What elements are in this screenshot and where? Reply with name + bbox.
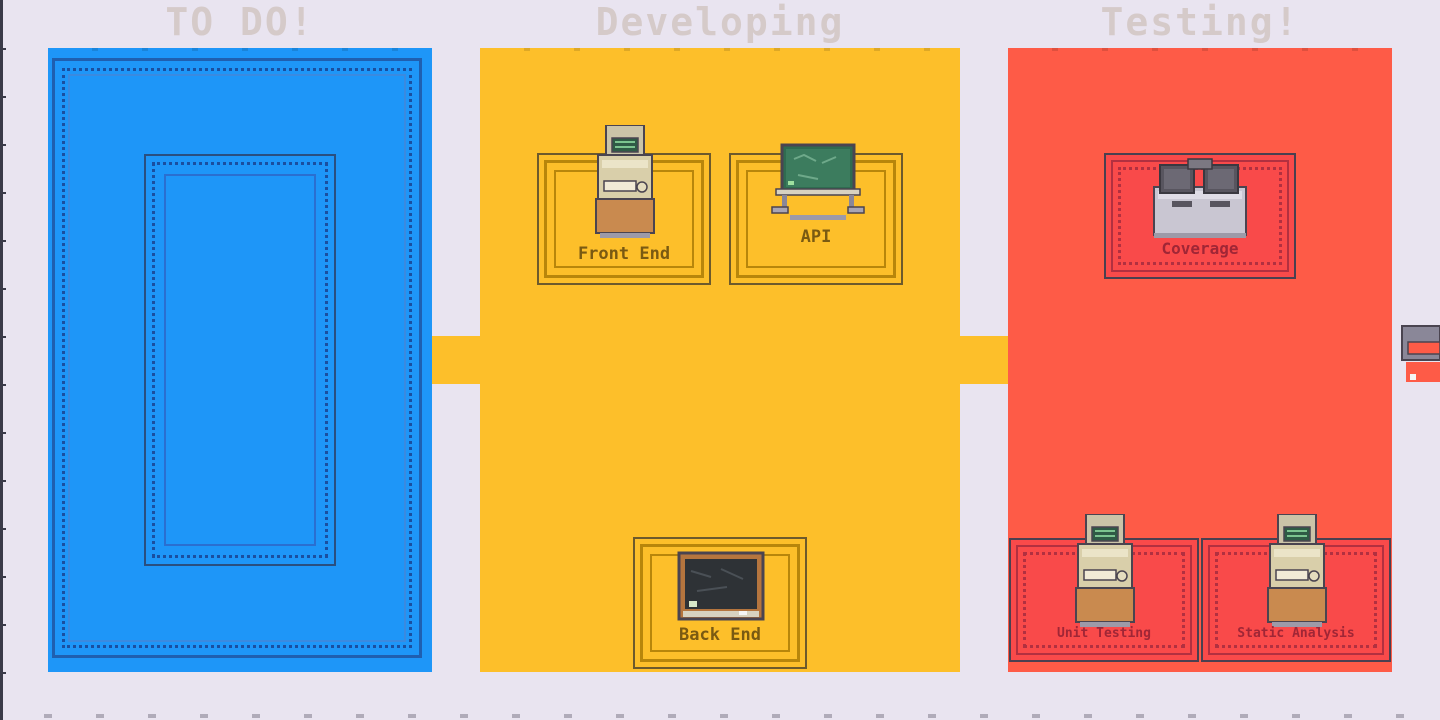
wall-tick xyxy=(0,192,6,194)
rug-border xyxy=(640,544,800,662)
station-coverage[interactable]: Coverage xyxy=(1104,153,1296,279)
station-static-analysis[interactable]: Static Analysis xyxy=(1201,514,1391,662)
partial-machine-icon[interactable] xyxy=(1400,324,1440,384)
column-title-developing: Developing xyxy=(595,0,845,44)
wall-tick xyxy=(0,288,6,290)
wall-tick xyxy=(0,624,6,626)
todo-zone[interactable] xyxy=(48,48,432,672)
connector-developing-testing xyxy=(960,336,1008,384)
todo-rug-outer xyxy=(52,58,422,658)
wall-tick xyxy=(0,48,6,50)
wall-tick xyxy=(0,480,6,482)
column-title-testing: Testing! xyxy=(1100,0,1300,44)
left-wall xyxy=(0,0,3,720)
station-label: Coverage xyxy=(1161,239,1239,258)
todo-rug-border xyxy=(62,68,412,648)
wall-tick xyxy=(0,528,6,530)
station-label: Static Analysis xyxy=(1237,626,1355,641)
testing-zone[interactable]: Coverage Unit Testing xyxy=(1008,48,1392,672)
station-label: API xyxy=(800,227,832,247)
station-front-end[interactable]: Front End xyxy=(537,125,711,285)
todo-inner-rug-center xyxy=(164,174,316,546)
wall-tick xyxy=(0,384,6,386)
station-back-end[interactable]: Back End xyxy=(633,537,807,669)
station-unit-testing[interactable]: Unit Testing xyxy=(1009,514,1199,662)
station-label: Back End xyxy=(679,625,761,645)
computer-icon xyxy=(1075,514,1135,627)
wall-tick xyxy=(0,96,6,98)
computer-icon xyxy=(595,125,655,238)
computer-icon xyxy=(1267,514,1327,627)
wall-tick xyxy=(0,144,6,146)
todo-inner-rug-border xyxy=(152,162,328,558)
dual-monitor-desk-icon xyxy=(1153,158,1247,238)
wall-tick xyxy=(0,336,6,338)
column-title-todo: TO DO! xyxy=(165,0,315,44)
wall-tick xyxy=(0,672,6,674)
station-label: Front End xyxy=(577,244,671,264)
todo-inner-rug xyxy=(144,154,336,566)
floor-edge xyxy=(0,714,1440,718)
wall-tick xyxy=(0,240,6,242)
wall-tick xyxy=(0,576,6,578)
developing-zone[interactable]: Front End API Back E xyxy=(480,48,960,672)
connector-todo-developing xyxy=(432,336,480,384)
chalkboard-icon xyxy=(677,551,765,621)
station-api[interactable]: API xyxy=(729,143,903,285)
station-label: Unit Testing xyxy=(1057,626,1151,641)
wall-tick xyxy=(0,432,6,434)
whiteboard-icon xyxy=(771,143,865,220)
